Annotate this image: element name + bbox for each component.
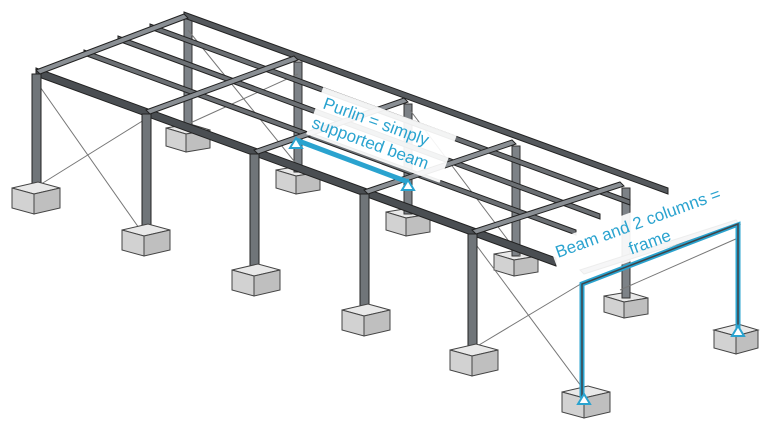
footing: [561, 385, 611, 419]
highlighted-frame: [576, 220, 746, 405]
column: [359, 193, 370, 313]
column: [249, 153, 260, 273]
cross-beam: [35, 13, 189, 75]
triangle-pin-support-icon: [288, 136, 304, 149]
beam: [35, 67, 557, 267]
highlighted-purlin: [288, 136, 416, 191]
cross-beam: [145, 55, 299, 115]
column: [31, 73, 42, 191]
footing: [11, 181, 61, 215]
cross-beam: [471, 181, 625, 235]
triangle-pin-support-icon: [730, 324, 746, 337]
footing: [449, 343, 499, 377]
footing: [121, 223, 171, 257]
column: [467, 233, 478, 353]
cross-bracing: [37, 83, 739, 391]
column: [183, 17, 193, 131]
purlin-label: Purlin = simply supported beam: [306, 87, 457, 183]
triangle-pin-support-icon: [400, 178, 416, 191]
footing: [341, 303, 391, 337]
column: [511, 145, 521, 257]
footing: [493, 249, 539, 277]
triangle-pin-support-icon: [576, 392, 592, 405]
column: [141, 113, 152, 233]
front-row: [11, 73, 760, 419]
footing: [231, 263, 281, 297]
